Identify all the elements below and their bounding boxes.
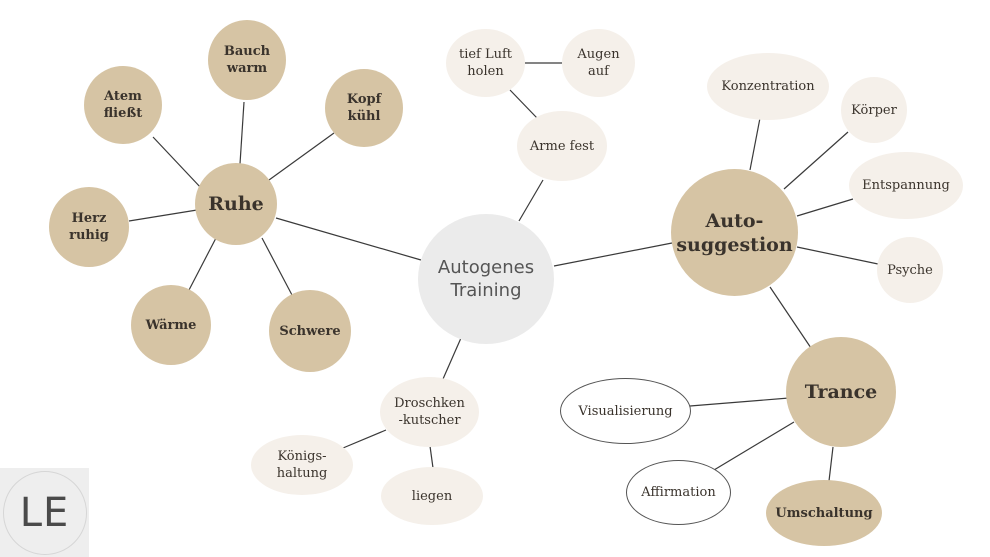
logo-mark: LE (2, 470, 87, 555)
node-umschaltung: Umschaltung (766, 480, 882, 546)
node-herz-ruhig: Herz ruhig (49, 187, 129, 267)
node-atem-fliesst: Atem fließt (84, 66, 162, 144)
node-ruhe: Ruhe (195, 163, 277, 245)
node-schwere: Schwere (269, 290, 351, 372)
node-bauch-warm: Bauch warm (208, 20, 286, 100)
node-koerper: Körper (841, 77, 907, 143)
edge-ruhe-atem (152, 136, 203, 190)
edge-auto-koerper (783, 131, 849, 190)
edge-auto-entspannung (796, 198, 854, 217)
logo: LE (0, 468, 89, 557)
edge-center-ruhe (275, 217, 422, 261)
node-autosuggestion: Auto- suggestion (671, 169, 798, 296)
edge-ruhe-herz (128, 209, 198, 222)
node-koenigshaltung: Königs- haltung (251, 435, 353, 495)
node-augen-auf: Augen auf (562, 29, 635, 97)
edge-center-arme (518, 179, 544, 222)
node-liegen: liegen (381, 467, 483, 525)
edge-ruhe-bauch (239, 101, 245, 165)
edge-trance-visualisierung (689, 397, 790, 407)
node-tief-luft-holen: tief Luft holen (446, 29, 525, 97)
node-waerme: Wärme (131, 285, 211, 365)
node-kopf-kuehl: Kopf kühl (325, 69, 403, 147)
node-droschkenkutscher: Droschken -kutscher (380, 377, 479, 447)
edge-ruhe-waerme (188, 237, 217, 291)
node-psyche: Psyche (877, 237, 943, 303)
edge-trance-affirmation (713, 421, 795, 471)
node-visualisierung: Visualisierung (560, 378, 691, 444)
edge-auto-konzentration (749, 117, 761, 171)
edge-trance-umschaltung (828, 446, 834, 482)
edge-ruhe-kopf (268, 132, 335, 181)
edge-auto-psyche (796, 246, 879, 265)
node-affirmation: Affirmation (626, 460, 731, 525)
node-entspannung: Entspannung (849, 152, 963, 219)
node-konzentration: Konzentration (707, 53, 829, 120)
edge-droschke-liegen (429, 445, 434, 469)
edge-center-auto (553, 242, 673, 267)
node-arme-fest: Arme fest (517, 111, 607, 181)
node-autogenes-training: Autogenes Training (418, 214, 554, 344)
node-trance: Trance (786, 337, 896, 447)
edge-ruhe-schwere (261, 237, 293, 296)
edge-auto-trance (769, 286, 812, 349)
edge-center-droschke (442, 337, 462, 380)
edge-droschke-koenig (342, 429, 387, 449)
edge-arme-luft (509, 89, 538, 119)
